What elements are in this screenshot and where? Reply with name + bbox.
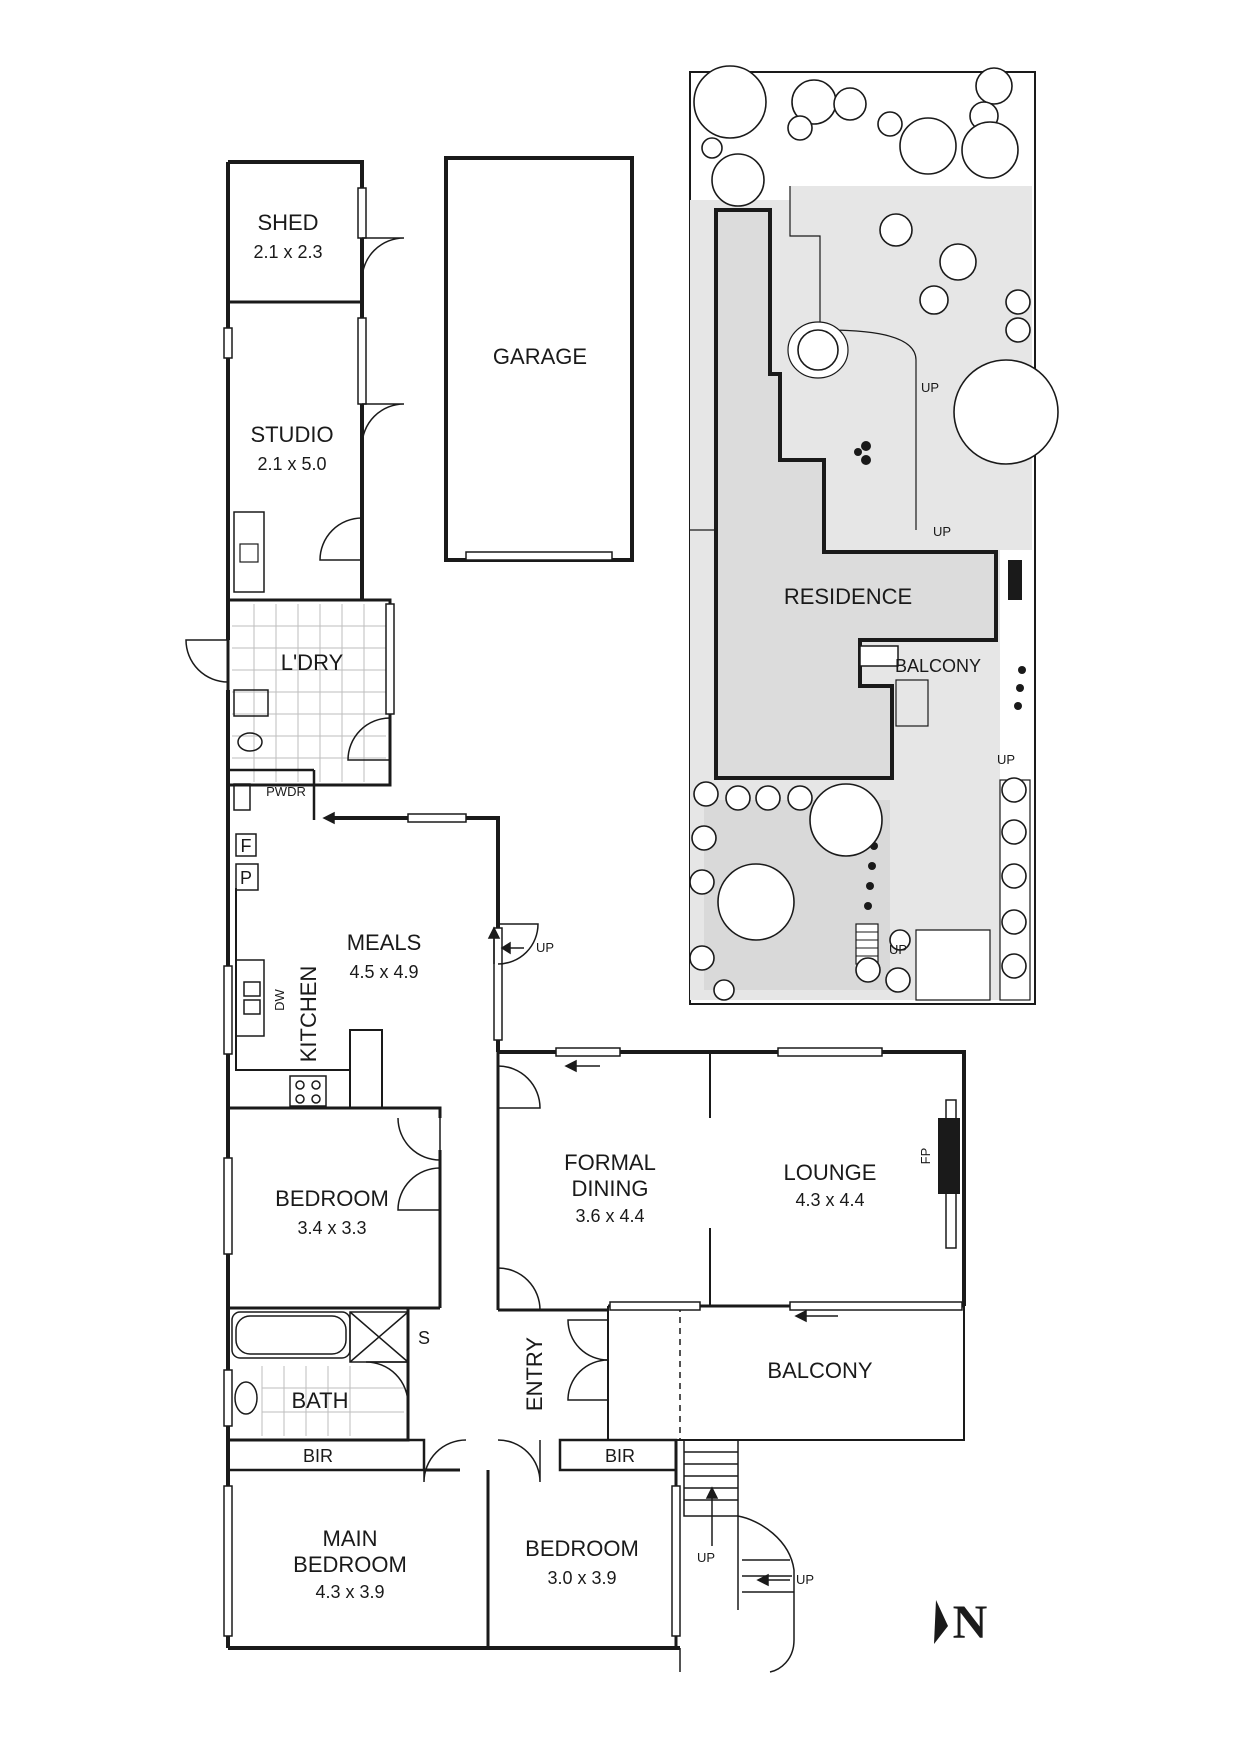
- bath-fixtures: [231, 1311, 409, 1436]
- room-label-shed: SHED: [257, 210, 318, 235]
- room-label-balcony-main: BALCONY: [767, 1358, 872, 1383]
- stair-label-front-up-2: UP: [796, 1572, 814, 1587]
- room-label-garage: GARAGE: [493, 344, 587, 369]
- fixture-label-fridge: F: [241, 836, 252, 856]
- fixture-label-shower: S: [418, 1328, 430, 1348]
- main-house-walls: [226, 816, 966, 1650]
- stair-label-meals-up: UP: [536, 940, 554, 955]
- room-label-kitchen: KITCHEN: [296, 966, 321, 1063]
- room-size-shed: 2.1 x 2.3: [253, 242, 322, 262]
- front-stairs: [679, 1439, 795, 1673]
- room-label-powder: PWDR: [266, 784, 306, 799]
- room-label-formal-dining-2: DINING: [572, 1176, 649, 1201]
- room-size-bedroom-south: 3.0 x 3.9: [547, 1568, 616, 1588]
- room-label-laundry: L'DRY: [281, 650, 344, 675]
- room-label-main-bedroom-1: MAIN: [323, 1526, 378, 1551]
- movement-arrows: [322, 811, 838, 1323]
- site-label-residence: RESIDENCE: [784, 584, 912, 609]
- compass-north-label: N: [953, 1596, 988, 1649]
- room-label-meals: MEALS: [347, 930, 422, 955]
- kitchen-fixtures: [235, 833, 327, 1107]
- site-plan: [689, 65, 1059, 1005]
- laundry-block: [185, 598, 395, 820]
- room-size-lounge: 4.3 x 4.4: [795, 1190, 864, 1210]
- site-label-up-1: UP: [921, 380, 939, 395]
- room-label-bir-east: BIR: [605, 1446, 635, 1466]
- room-label-formal-dining-1: FORMAL: [564, 1150, 656, 1175]
- site-label-up-2: UP: [933, 524, 951, 539]
- stair-label-front-up-1: UP: [697, 1550, 715, 1565]
- room-size-meals: 4.5 x 4.9: [349, 962, 418, 982]
- fixture-label-fireplace: FP: [918, 1148, 933, 1165]
- site-label-balcony: BALCONY: [895, 656, 981, 676]
- room-label-bedroom-south: BEDROOM: [525, 1536, 639, 1561]
- room-label-entry: ENTRY: [522, 1337, 547, 1411]
- garage: [444, 156, 634, 562]
- room-label-lounge: LOUNGE: [784, 1160, 877, 1185]
- room-size-bedroom-west: 3.4 x 3.3: [297, 1218, 366, 1238]
- doors: [365, 923, 609, 1483]
- room-size-formal-dining: 3.6 x 4.4: [575, 1206, 644, 1226]
- fixture-label-pantry: P: [240, 868, 252, 888]
- room-label-main-bedroom-2: BEDROOM: [293, 1552, 407, 1577]
- shed-studio-block: [223, 160, 405, 832]
- north-compass: [934, 1600, 948, 1644]
- fireplace: [938, 1118, 960, 1194]
- room-label-studio: STUDIO: [250, 422, 333, 447]
- fixture-label-dishwasher: DW: [272, 988, 287, 1010]
- room-label-bath: BATH: [291, 1388, 348, 1413]
- site-label-up-3: UP: [997, 752, 1015, 767]
- site-label-up-4: UP: [889, 942, 907, 957]
- room-size-main-bedroom: 4.3 x 3.9: [315, 1582, 384, 1602]
- room-label-bir-west: BIR: [303, 1446, 333, 1466]
- room-label-bedroom-west: BEDROOM: [275, 1186, 389, 1211]
- room-size-studio: 2.1 x 5.0: [257, 454, 326, 474]
